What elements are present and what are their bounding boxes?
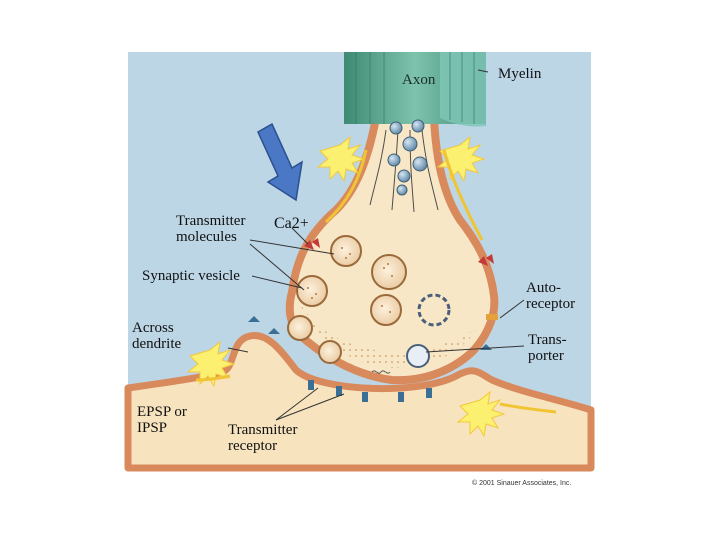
label-transporter: Trans- porter	[528, 332, 567, 364]
label-autoreceptor: Auto- receptor	[526, 280, 575, 312]
label-epsp-ipsp: EPSP or IPSP	[137, 404, 187, 436]
label-synaptic-vesicle: Synaptic vesicle	[142, 268, 240, 284]
label-transmitter-molecules: Transmitter molecules	[176, 213, 245, 245]
label-axon: Axon	[402, 72, 435, 88]
label-myelin: Myelin	[498, 66, 541, 82]
label-across-dendrite: Across dendrite	[132, 320, 181, 352]
copyright-notice: © 2001 Sinauer Associates, Inc.	[472, 480, 571, 487]
label-calcium: Ca2+	[274, 216, 309, 232]
myelin-sheath	[440, 52, 486, 127]
autoreceptor-marker	[486, 314, 498, 320]
label-transmitter-receptor: Transmitter receptor	[228, 422, 297, 454]
